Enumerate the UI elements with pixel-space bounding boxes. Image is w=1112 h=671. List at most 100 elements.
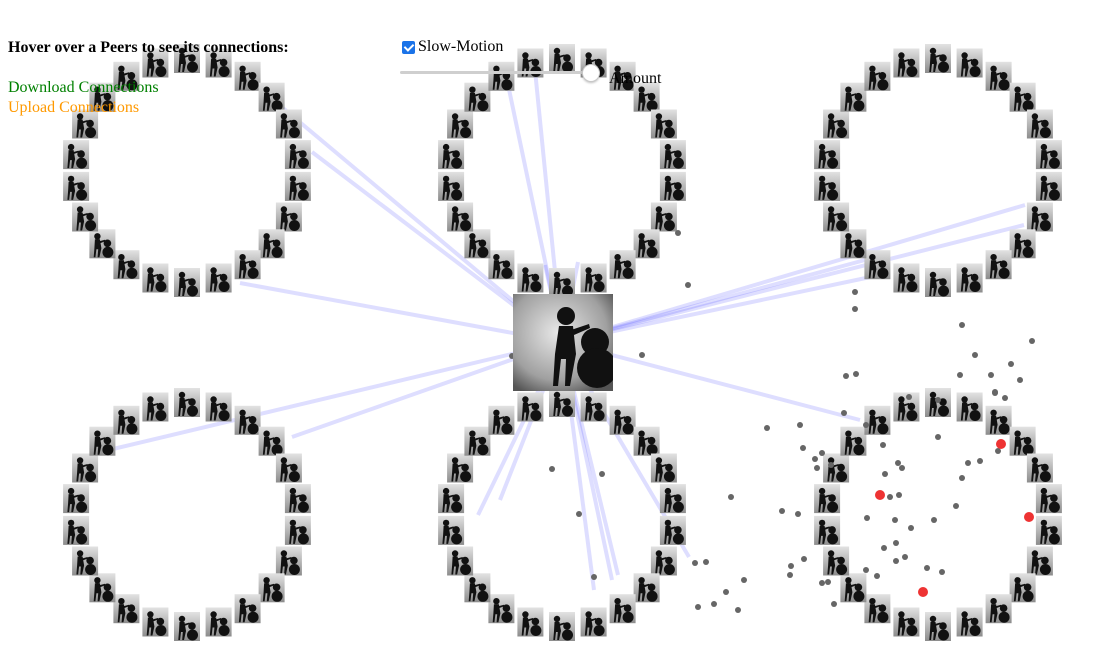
- peer-thumbnail[interactable]: [464, 229, 491, 259]
- peer-thumbnail[interactable]: [72, 453, 99, 483]
- peer-thumbnail[interactable]: [659, 140, 686, 170]
- peer-thumbnail[interactable]: [205, 607, 232, 637]
- peer-thumbnail[interactable]: [840, 573, 867, 603]
- peer-thumbnail[interactable]: [823, 202, 850, 232]
- peer-thumbnail[interactable]: [72, 202, 99, 232]
- peer-thumbnail[interactable]: [63, 140, 90, 170]
- peer-thumbnail[interactable]: [258, 426, 285, 456]
- peer-thumbnail[interactable]: [438, 171, 465, 201]
- peer-thumbnail[interactable]: [258, 229, 285, 259]
- peer-ring[interactable]: [814, 44, 1062, 297]
- peer-thumbnail[interactable]: [1009, 573, 1036, 603]
- peer-thumbnail[interactable]: [1026, 202, 1053, 232]
- peer-thumbnail[interactable]: [1035, 140, 1062, 170]
- peer-thumbnail[interactable]: [517, 263, 544, 293]
- peer-thumbnail[interactable]: [89, 426, 116, 456]
- peer-thumbnail[interactable]: [823, 453, 850, 483]
- peer-thumbnail[interactable]: [275, 453, 302, 483]
- peer-thumbnail[interactable]: [258, 573, 285, 603]
- peer-thumbnail[interactable]: [650, 202, 677, 232]
- peer-thumbnail[interactable]: [284, 515, 311, 545]
- peer-thumbnail[interactable]: [650, 453, 677, 483]
- peer-thumbnail[interactable]: [1009, 426, 1036, 456]
- peer-thumbnail[interactable]: [893, 263, 920, 293]
- peer-thumbnail[interactable]: [925, 268, 951, 297]
- peer-thumbnail[interactable]: [447, 109, 474, 139]
- peer-thumbnail[interactable]: [447, 202, 474, 232]
- peer-thumbnail[interactable]: [893, 48, 920, 78]
- peer-thumbnail[interactable]: [174, 612, 200, 641]
- peer-thumbnail[interactable]: [234, 61, 261, 91]
- peer-thumbnail[interactable]: [464, 573, 491, 603]
- peer-thumbnail[interactable]: [438, 484, 465, 514]
- peer-thumbnail[interactable]: [956, 607, 983, 637]
- peer-thumbnail[interactable]: [823, 109, 850, 139]
- peer-thumbnail[interactable]: [89, 573, 116, 603]
- peer-thumbnail[interactable]: [985, 405, 1012, 435]
- peer-thumbnail[interactable]: [1035, 515, 1062, 545]
- peer-thumbnail[interactable]: [956, 48, 983, 78]
- peer-thumbnail[interactable]: [275, 202, 302, 232]
- peer-thumbnail[interactable]: [113, 594, 140, 624]
- peer-thumbnail[interactable]: [488, 250, 515, 280]
- peer-thumbnail[interactable]: [89, 229, 116, 259]
- peer-thumbnail[interactable]: [659, 171, 686, 201]
- peer-thumbnail[interactable]: [438, 515, 465, 545]
- peer-thumbnail[interactable]: [113, 250, 140, 280]
- peer-thumbnail[interactable]: [925, 44, 951, 73]
- peer-thumbnail[interactable]: [840, 82, 867, 112]
- peer-thumbnail[interactable]: [609, 594, 636, 624]
- peer-thumbnail[interactable]: [447, 546, 474, 576]
- slider-thumb[interactable]: [582, 64, 600, 82]
- peer-thumbnail[interactable]: [840, 426, 867, 456]
- peer-thumbnail[interactable]: [814, 515, 841, 545]
- peer-ring[interactable]: [438, 388, 686, 641]
- peer-thumbnail[interactable]: [1026, 109, 1053, 139]
- peer-thumbnail[interactable]: [1026, 546, 1053, 576]
- peer-thumbnail[interactable]: [580, 263, 607, 293]
- peer-thumbnail[interactable]: [63, 484, 90, 514]
- peer-thumbnail[interactable]: [113, 405, 140, 435]
- peer-thumbnail[interactable]: [814, 140, 841, 170]
- peer-thumbnail[interactable]: [234, 250, 261, 280]
- peer-thumbnail[interactable]: [464, 82, 491, 112]
- peer-thumbnail[interactable]: [580, 607, 607, 637]
- peer-thumbnail[interactable]: [284, 140, 311, 170]
- peer-thumbnail[interactable]: [205, 392, 232, 422]
- peer-thumbnail[interactable]: [488, 594, 515, 624]
- peer-thumbnail[interactable]: [63, 515, 90, 545]
- peer-thumbnail[interactable]: [517, 392, 544, 422]
- center-peer[interactable]: [513, 294, 613, 391]
- peer-thumbnail[interactable]: [549, 612, 575, 641]
- peer-thumbnail[interactable]: [284, 484, 311, 514]
- peer-thumbnail[interactable]: [174, 388, 200, 417]
- peer-thumbnail[interactable]: [258, 82, 285, 112]
- peer-thumbnail[interactable]: [659, 515, 686, 545]
- peer-thumbnail[interactable]: [488, 405, 515, 435]
- peer-thumbnail[interactable]: [814, 484, 841, 514]
- peer-thumbnail[interactable]: [633, 573, 660, 603]
- peer-thumbnail[interactable]: [275, 109, 302, 139]
- peer-thumbnail[interactable]: [1026, 453, 1053, 483]
- peer-thumbnail[interactable]: [1009, 82, 1036, 112]
- peer-thumbnail[interactable]: [234, 405, 261, 435]
- peer-thumbnail[interactable]: [864, 250, 891, 280]
- peer-thumbnail[interactable]: [549, 268, 575, 297]
- slow-motion-checkbox[interactable]: [402, 40, 415, 54]
- peer-thumbnail[interactable]: [893, 607, 920, 637]
- peer-thumbnail[interactable]: [1035, 171, 1062, 201]
- peer-thumbnail[interactable]: [985, 250, 1012, 280]
- peer-thumbnail[interactable]: [438, 140, 465, 170]
- peer-thumbnail[interactable]: [650, 546, 677, 576]
- peer-thumbnail[interactable]: [985, 594, 1012, 624]
- peer-thumbnail[interactable]: [517, 607, 544, 637]
- peer-thumbnail[interactable]: [447, 453, 474, 483]
- peer-thumbnail[interactable]: [956, 392, 983, 422]
- peer-thumbnail[interactable]: [72, 546, 99, 576]
- peer-thumbnail[interactable]: [63, 171, 90, 201]
- peer-thumbnail[interactable]: [864, 594, 891, 624]
- amount-slider[interactable]: [400, 64, 600, 82]
- peer-thumbnail[interactable]: [823, 546, 850, 576]
- slow-motion-toggle[interactable]: Slow-Motion: [402, 38, 503, 56]
